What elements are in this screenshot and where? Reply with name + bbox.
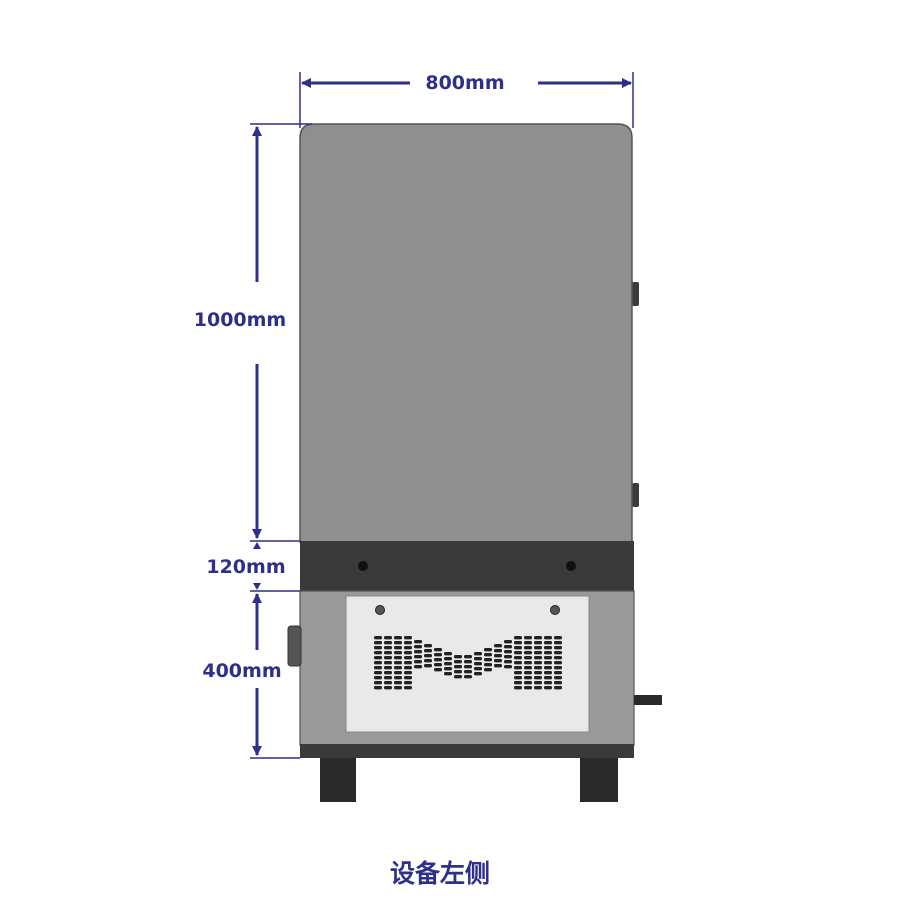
band-height-label: 120mm [206,556,285,578]
panel-screw-left [375,605,385,615]
band-arrow-bottom [253,583,261,590]
side-pipe-right [634,695,662,705]
dimension-width: 800mm [299,72,634,128]
side-knob-lower [632,483,639,507]
cabinet-upper-body [299,123,633,543]
cabinet-base-strip [300,744,634,758]
nameplate-panel [345,595,590,733]
band-bolt-left [358,561,368,571]
foot-right [580,758,618,802]
diagram-caption: 设备左侧 [390,859,490,888]
dimension-upper-height: 1000mm [194,123,312,542]
m-logo-icon [374,636,562,690]
side-knob-upper [632,282,639,306]
band-arrow-top [253,542,261,549]
width-label: 800mm [425,72,504,94]
foot-left [320,758,356,802]
lower-height-label: 400mm [202,660,281,682]
cabinet [287,123,662,802]
cabinet-dark-band [300,541,634,591]
dimension-lower-height: 400mm [202,593,300,759]
side-handle-left [287,625,302,667]
dimension-band-height: 120mm [206,542,300,592]
band-bolt-right [566,561,576,571]
panel-screw-right [550,605,560,615]
upper-height-label: 1000mm [194,309,286,331]
